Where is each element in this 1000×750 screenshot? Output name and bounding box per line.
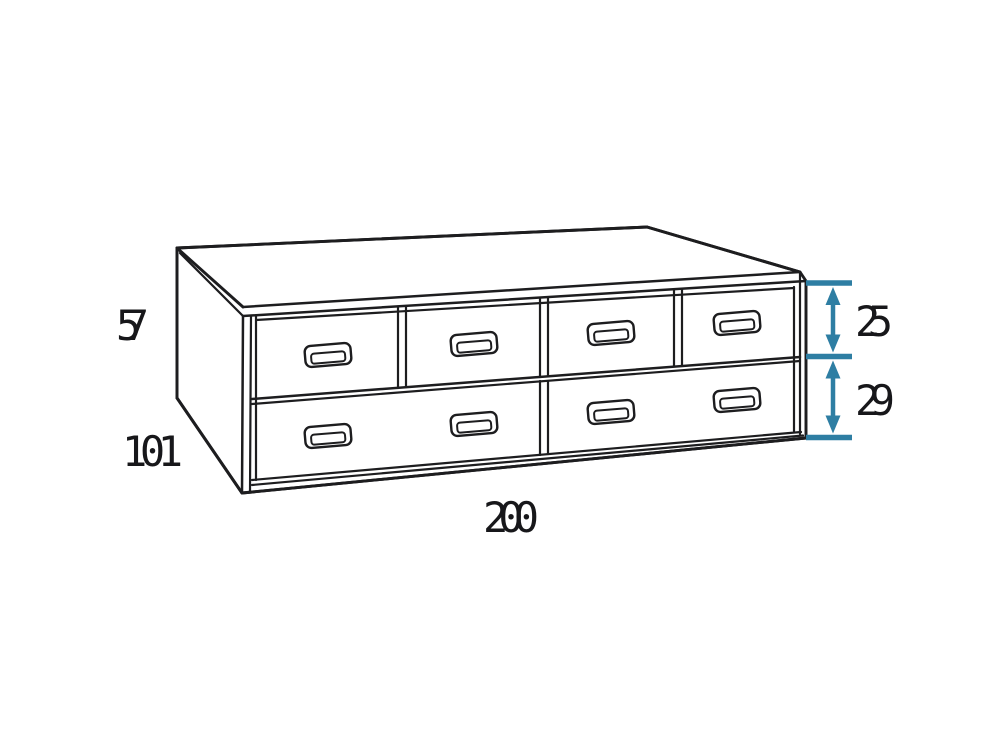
top-row-handles <box>303 309 762 369</box>
drawer-top-gap-line <box>254 286 796 322</box>
drawer-handle <box>712 386 762 414</box>
front-left-inner <box>248 314 253 494</box>
drawer-handle <box>586 398 636 426</box>
arrow-down-icon <box>825 334 841 353</box>
cabinet-front-face <box>240 270 808 495</box>
arrow-down-icon <box>825 415 841 434</box>
drawer-handle <box>449 330 499 358</box>
bottom-row-handles <box>303 386 762 450</box>
drawer-handle <box>303 422 353 450</box>
front-left-corner <box>240 314 245 495</box>
top-drawer-height-label: 25 <box>855 297 893 346</box>
top-underside-edge <box>241 279 808 318</box>
drawer-handle <box>712 309 762 337</box>
top-right-edge <box>645 225 802 274</box>
top-front-edge <box>241 270 802 309</box>
row-divider-lower <box>250 359 802 406</box>
drawer-handle <box>449 410 499 438</box>
width-label: 200 <box>483 493 539 542</box>
side-bottom-edge <box>175 396 244 495</box>
bottom-front-edge <box>240 436 808 495</box>
arrow-up-icon <box>825 360 841 379</box>
bottom-drawer-height-label: 29 <box>855 376 895 425</box>
top-row-dividers <box>396 287 684 390</box>
dimension-labels: 57 101 200 25 29 <box>116 297 895 542</box>
dimension-arrow-top-drawer <box>825 287 841 353</box>
row-divider-upper <box>250 355 802 401</box>
top-left-edge <box>175 246 245 309</box>
cabinet-silhouette <box>175 225 808 495</box>
drawer-handle <box>303 341 353 369</box>
cabinet-side-face <box>175 246 253 495</box>
cabinet-drawing <box>175 225 808 495</box>
height-label: 57 <box>116 301 149 350</box>
drawer-handle <box>586 319 636 347</box>
top-left-inner-edge <box>178 251 245 318</box>
base-line-upper <box>250 430 803 482</box>
depth-label: 101 <box>122 427 183 476</box>
bottom-row-divider <box>538 379 550 457</box>
dimension-arrow-bottom-drawer <box>825 360 841 434</box>
dimension-graphics <box>806 280 852 441</box>
cabinet-top-face <box>175 225 808 318</box>
arrow-up-icon <box>825 287 841 305</box>
base-line-lower <box>250 434 805 487</box>
top-back-edge <box>175 225 649 250</box>
